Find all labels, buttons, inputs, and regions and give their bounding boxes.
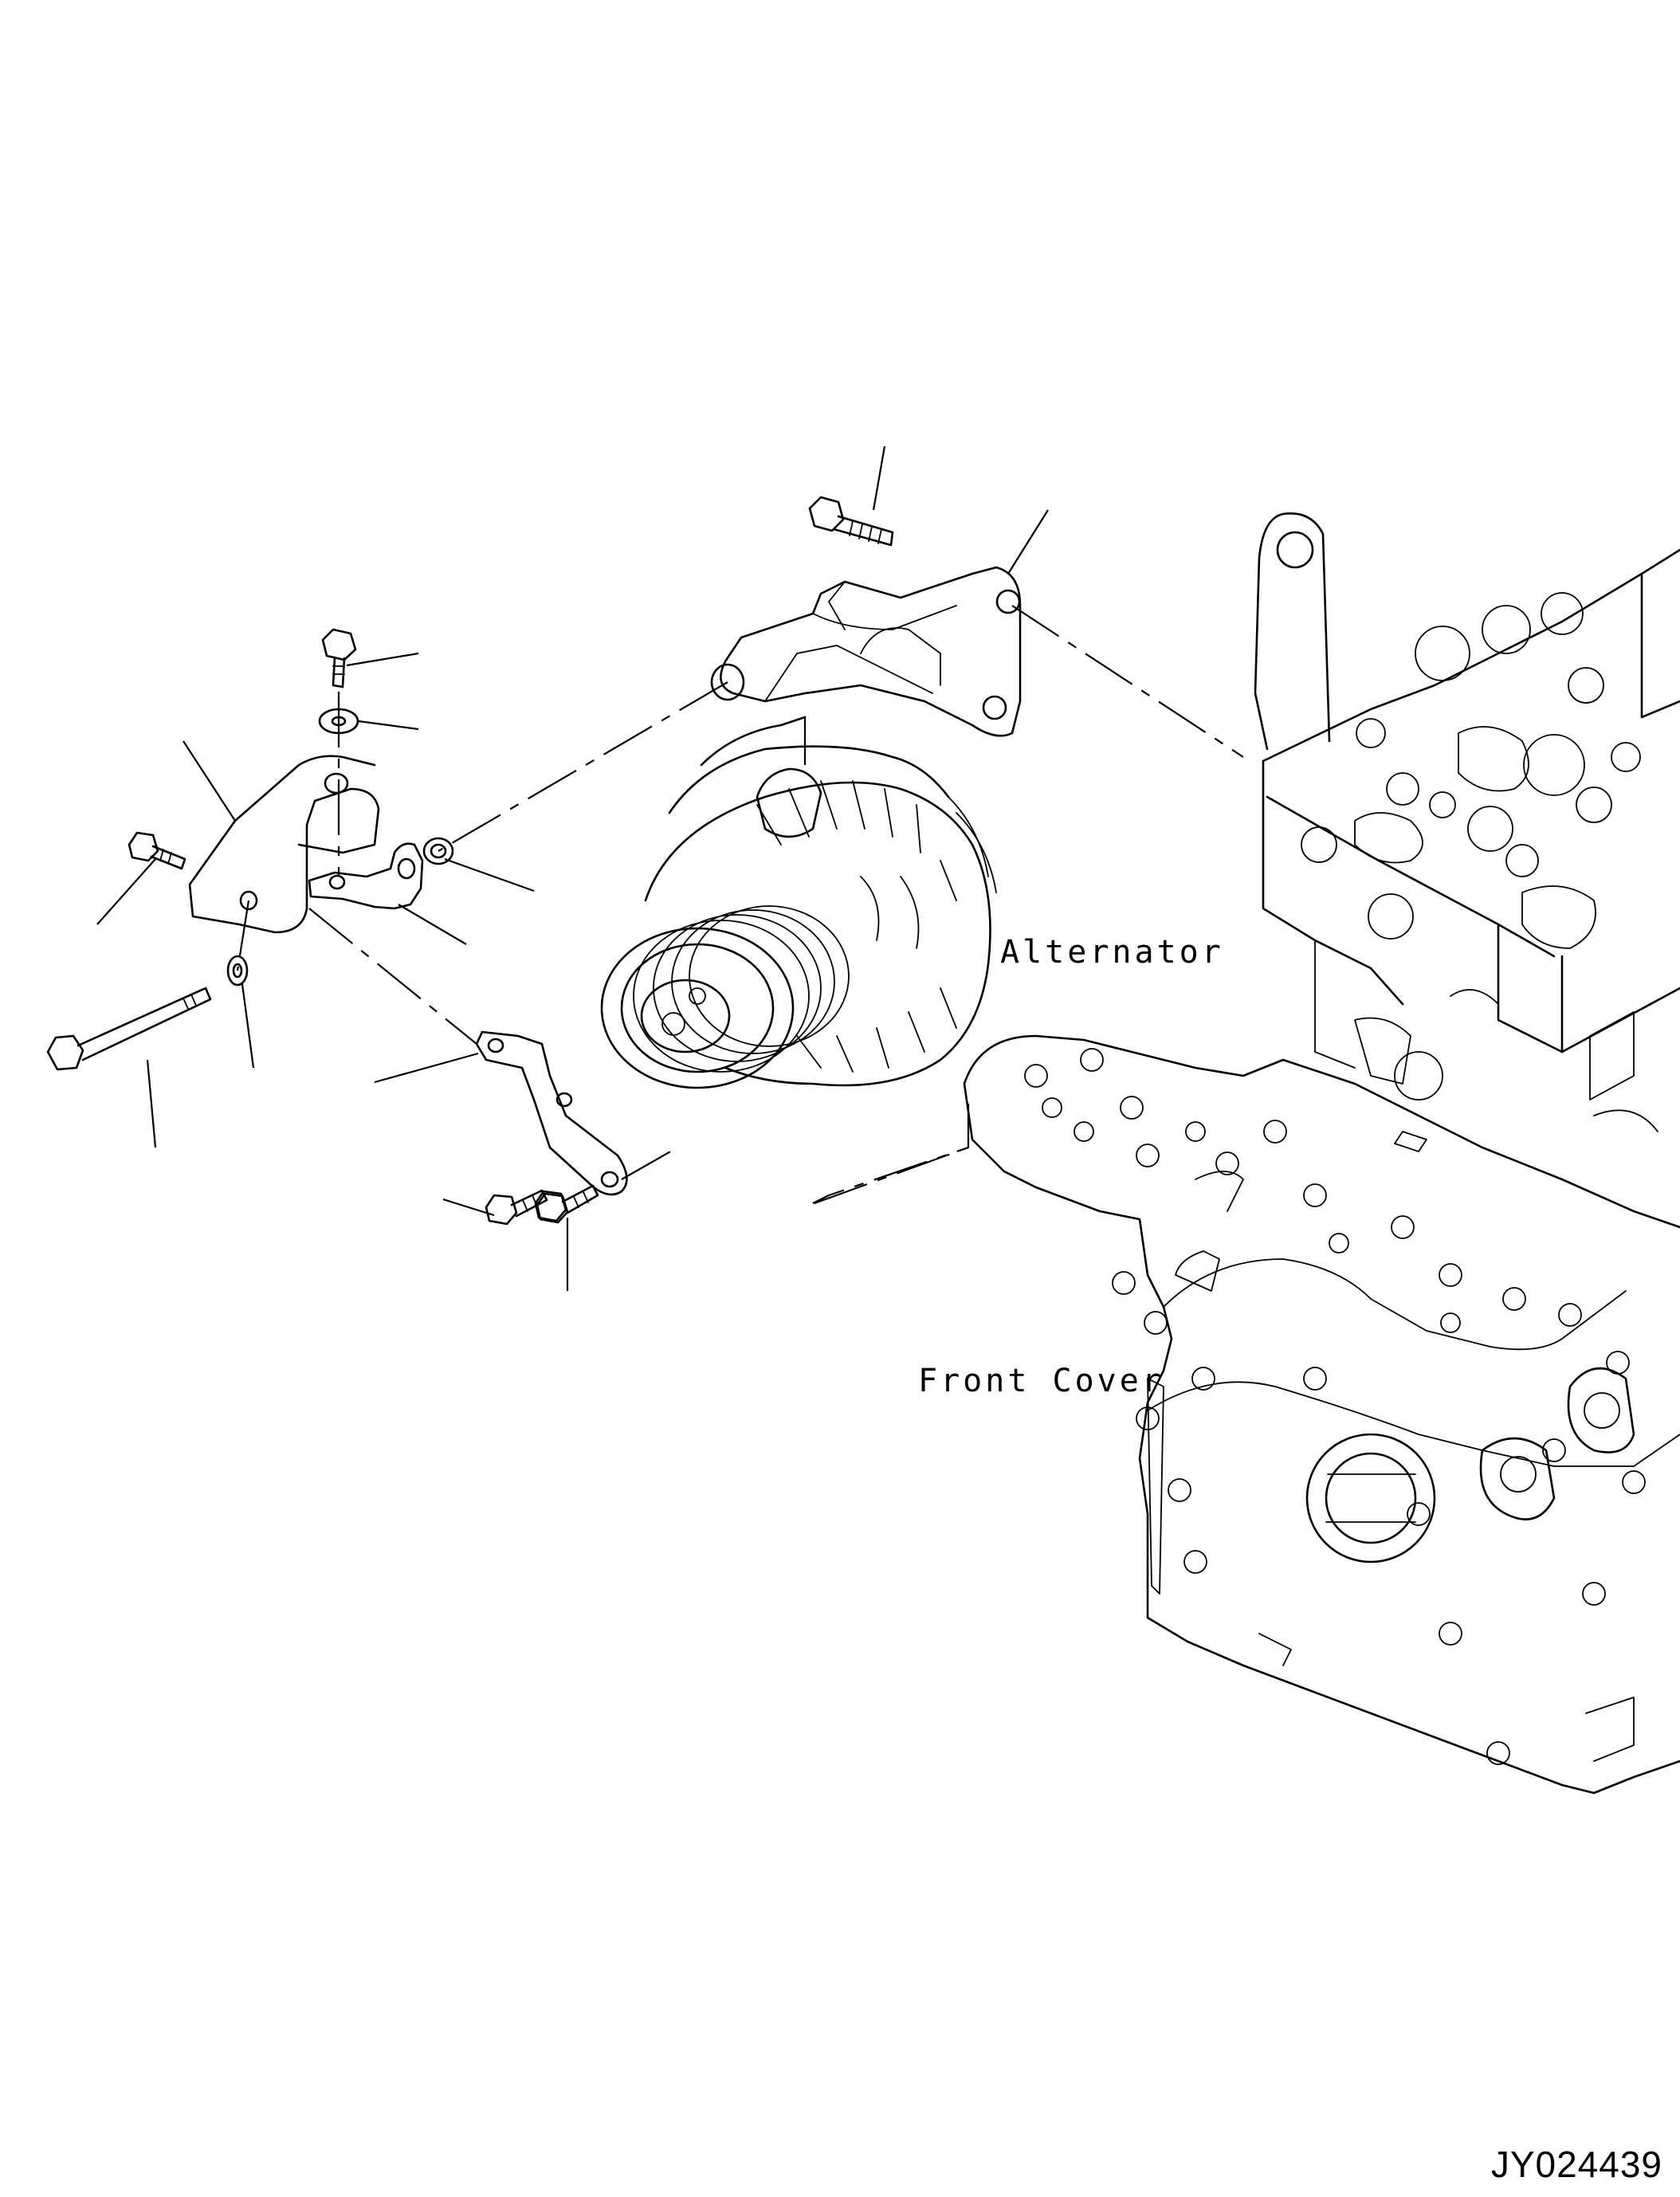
front-cover-label: Front Cover [918, 1363, 1164, 1399]
cylinder-head [1254, 512, 1680, 1132]
upper-bracket [710, 566, 1022, 737]
figure-code: JY024439 [1490, 2144, 1662, 2185]
assembly-lines [236, 605, 1244, 1205]
hardware [46, 628, 567, 1226]
cover-bolts [1024, 1048, 1646, 1765]
left-bracket [188, 755, 380, 934]
top-bolt [808, 496, 894, 547]
clip-bracket [308, 842, 424, 910]
bolt-bottom-visible [536, 1184, 599, 1224]
alternator-label: Alternator [1000, 934, 1224, 971]
alternator [600, 716, 997, 1089]
adjust-bracket [475, 1030, 628, 1196]
leader-lines [96, 445, 1049, 1291]
front-cover [963, 1034, 1680, 1795]
